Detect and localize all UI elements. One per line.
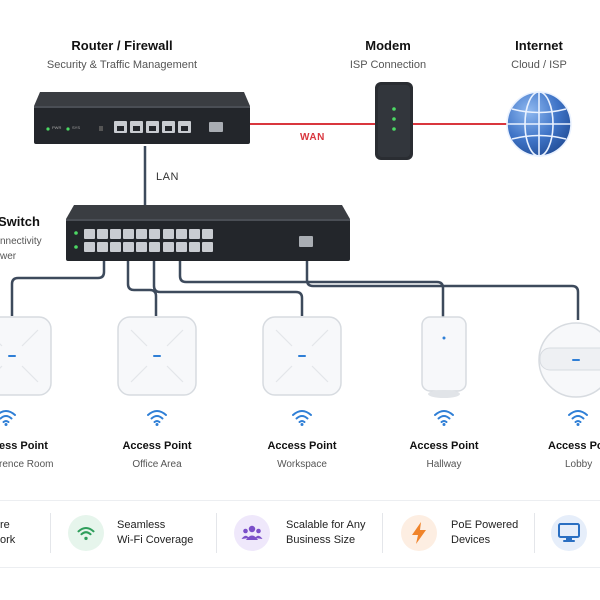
wifi-icon <box>292 410 312 426</box>
switch-title: Switch <box>0 214 40 229</box>
feature-divider <box>534 513 535 553</box>
access-point-1-title: ess Point <box>0 440 48 452</box>
feature-1-line1: re <box>0 519 10 531</box>
feature-4-icon-badge <box>401 515 437 551</box>
monitor-icon <box>558 523 580 542</box>
wifi-icon <box>0 410 16 426</box>
users-icon <box>241 525 263 540</box>
switch-line2: wer <box>0 251 17 262</box>
access-point-5-device <box>538 320 600 400</box>
globe-icon <box>505 90 573 158</box>
feature-3-line2: Business Size <box>286 534 356 546</box>
feature-2-text: Seamless Wi-Fi Coverage <box>117 518 193 548</box>
wan-label: WAN <box>300 132 325 143</box>
feature-4-line2: Devices <box>451 534 491 546</box>
router-led-label-sys: SYS <box>72 125 81 130</box>
internet-subtitle: Cloud / ISP <box>511 59 567 71</box>
access-point-2-device <box>117 316 197 396</box>
bolt-icon <box>412 522 426 544</box>
router-device: PWR SYS <box>34 92 250 144</box>
access-point-4-title: Access Point <box>409 440 479 452</box>
feature-2-icon-badge <box>68 515 104 551</box>
internet-title: Internet <box>515 38 563 53</box>
feature-3-line1: Scalable for Any <box>286 519 366 531</box>
wifi-icon <box>147 410 167 426</box>
router-led-label-pwr: PWR <box>52 125 62 130</box>
modem-subtitle: ISP Connection <box>349 59 427 71</box>
lan-label: LAN <box>156 171 179 183</box>
switch-line1: nnectivity <box>0 236 42 247</box>
access-point-2-title: Access Point <box>122 440 192 452</box>
feature-5-icon-badge <box>551 515 587 551</box>
access-point-3-subtitle: Workspace <box>277 459 327 470</box>
wifi-icon <box>77 527 95 541</box>
cable-ap5 <box>305 252 580 320</box>
feature-divider <box>50 513 51 553</box>
access-point-4-subtitle: Hallway <box>426 459 462 470</box>
feature-1-text: re ork <box>0 518 15 548</box>
feature-3-icon-badge <box>234 515 270 551</box>
feature-strip <box>0 500 600 568</box>
feature-2-line2: Wi-Fi Coverage <box>117 534 194 546</box>
cable-ap2 <box>126 258 158 316</box>
feature-4-text: PoE Powered Devices <box>451 518 518 548</box>
wifi-icon <box>568 410 588 426</box>
cable-ap1 <box>10 258 106 316</box>
access-point-5-title: Access Poi <box>548 440 600 452</box>
wifi-icon <box>434 410 454 426</box>
access-point-1-subtitle: rence Room <box>0 459 54 470</box>
access-point-5-subtitle: Lobby <box>565 459 593 470</box>
access-point-3-title: Access Point <box>267 440 337 452</box>
router-title: Router / Firewall <box>71 38 173 53</box>
access-point-1-device <box>0 316 52 396</box>
access-point-3-device <box>262 316 342 396</box>
feature-2-line1: Seamless <box>117 519 166 531</box>
router-subtitle: Security & Traffic Management <box>46 59 198 71</box>
cable-ap4 <box>178 258 445 318</box>
feature-divider <box>216 513 217 553</box>
feature-3-text: Scalable for Any Business Size <box>286 518 366 548</box>
cable-ap3 <box>152 258 304 316</box>
switch-device <box>66 205 350 261</box>
access-point-2-subtitle: Office Area <box>132 459 182 470</box>
feature-divider <box>382 513 383 553</box>
feature-1-line2: ork <box>0 534 16 546</box>
modem-device <box>375 82 413 160</box>
access-point-4-device <box>421 316 467 400</box>
feature-4-line1: PoE Powered <box>451 519 519 531</box>
modem-title: Modem <box>365 38 411 53</box>
